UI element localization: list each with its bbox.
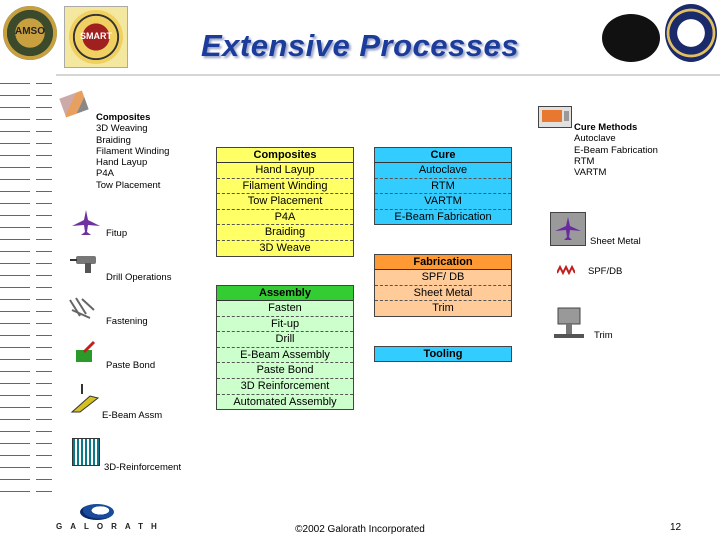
composites-tool-icon (59, 90, 89, 118)
drill-operations-label: Drill Operations (106, 272, 172, 283)
table-row: 3D Weave (217, 240, 353, 256)
tooling-table-header: Tooling (375, 347, 511, 361)
table-row: Fit-up (217, 316, 353, 333)
fabrication-table: Fabrication SPF/ DB Sheet Metal Trim (374, 254, 512, 317)
amso-logo-text: AMSO (15, 26, 45, 37)
table-row: E-Beam Assembly (217, 347, 353, 364)
composites-list-title: Composites (96, 112, 151, 123)
table-row: Hand Layup (217, 163, 353, 179)
margin-ruling (0, 72, 30, 502)
trim-machine-icon (554, 306, 584, 338)
galorath-logo (80, 504, 114, 520)
table-row: RTM (375, 178, 511, 195)
list-item: Hand Layup (96, 157, 148, 169)
table-row: Tow Placement (217, 194, 353, 210)
3d-reinforcement-label: 3D-Reinforcement (104, 462, 182, 473)
composites-list: Composites 3D Weaving Braiding Filament … (96, 112, 169, 191)
assembly-table-header: Assembly (217, 286, 353, 301)
title-divider (56, 74, 720, 76)
list-item: P4A (96, 168, 114, 180)
table-row: Drill (217, 332, 353, 348)
ebeam-assm-label: E-Beam Assm (102, 410, 163, 421)
cure-methods-list-title: Cure Methods (574, 122, 638, 133)
dark-emblem-logo (602, 14, 660, 62)
oven-icon (538, 106, 572, 128)
table-row: 3D Reinforcement (217, 378, 353, 395)
fasteners-icon (68, 296, 98, 320)
sheet-metal-icon (550, 212, 586, 246)
smart-logo: SMART (64, 6, 128, 68)
table-row: Sheet Metal (375, 285, 511, 302)
list-item: Filament Winding (96, 145, 170, 157)
amso-logo: AMSO (3, 6, 57, 60)
table-row: SPF/ DB (375, 270, 511, 286)
spf-db-label: SPF/DB (588, 266, 623, 277)
spf-db-icon (556, 262, 576, 276)
list-item: Autoclave (574, 133, 616, 145)
table-row: Trim (375, 301, 511, 316)
table-row: E-Beam Fabrication (375, 209, 511, 225)
smart-logo-text: SMART (80, 31, 112, 41)
3d-reinforcement-icon (72, 438, 100, 466)
trim-label: Trim (594, 330, 613, 341)
list-item: Braiding (96, 134, 131, 146)
composites-table: Composites Hand Layup Filament Winding T… (216, 147, 354, 257)
army-seal-logo (665, 4, 717, 62)
list-item: VARTM (574, 167, 607, 179)
table-row: Automated Assembly (217, 394, 353, 410)
table-row: Filament Winding (217, 178, 353, 195)
paste-bond-icon (74, 340, 98, 364)
cure-methods-list: Cure Methods Autoclave E-Beam Fabricatio… (574, 122, 658, 178)
assembly-table: Assembly Fasten Fit-up Drill E-Beam Asse… (216, 285, 354, 411)
jet-aircraft-icon (72, 210, 100, 236)
list-item: Tow Placement (96, 179, 161, 191)
paste-bond-label: Paste Bond (106, 360, 156, 371)
page-number: 12 (670, 522, 682, 533)
table-row: VARTM (375, 194, 511, 210)
table-row: Braiding (217, 225, 353, 241)
table-row: Fasten (217, 301, 353, 317)
table-row: P4A (217, 209, 353, 226)
tooling-table: Tooling (374, 346, 512, 362)
galorath-wordmark: GALORATH (56, 522, 165, 531)
margin-ruling-inner (36, 72, 52, 502)
cure-table: Cure Autoclave RTM VARTM E-Beam Fabricat… (374, 147, 512, 226)
sheet-metal-label: Sheet Metal (590, 236, 641, 247)
composites-table-header: Composites (217, 148, 353, 163)
fabrication-table-header: Fabrication (375, 255, 511, 270)
page-title: Extensive Processes (201, 28, 519, 63)
table-row: Autoclave (375, 163, 511, 179)
list-item: 3D Weaving (96, 123, 148, 135)
drill-icon (70, 252, 100, 274)
cure-table-header: Cure (375, 148, 511, 163)
fastening-label: Fastening (106, 316, 148, 327)
table-row: Paste Bond (217, 363, 353, 379)
copyright-text: ©2002 Galorath Incorporated (295, 524, 425, 535)
fitup-label: Fitup (106, 228, 128, 239)
list-item: E-Beam Fabrication (574, 144, 658, 156)
list-item: RTM (574, 155, 595, 167)
ebeam-assembly-icon (70, 384, 100, 414)
